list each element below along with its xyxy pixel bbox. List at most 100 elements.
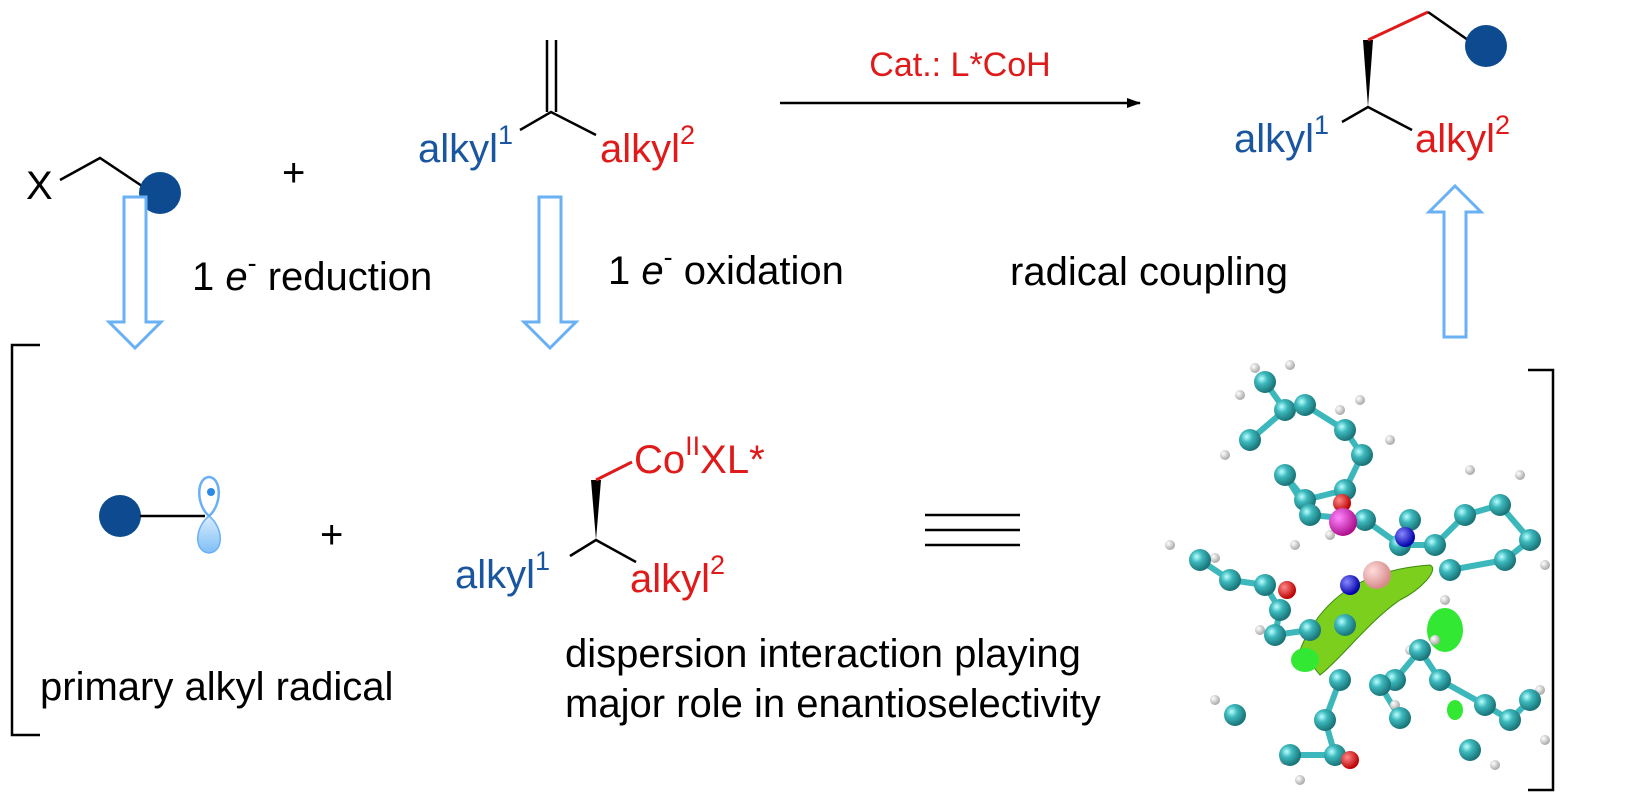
carbon-atom bbox=[1389, 707, 1411, 729]
carbon-atom bbox=[1254, 574, 1276, 596]
carbon-atom bbox=[1519, 529, 1541, 551]
hydrogen-atom bbox=[1250, 363, 1260, 373]
nci-surface bbox=[1427, 608, 1463, 652]
oxygen-atom bbox=[1278, 581, 1296, 599]
alkene: alkyl1 alkyl2 bbox=[418, 40, 695, 171]
nci-surface bbox=[1447, 700, 1463, 720]
hydrogen-atom bbox=[1385, 435, 1395, 445]
hollow-arrow-down-icon bbox=[105, 195, 165, 351]
coupling-label: radical coupling bbox=[1010, 250, 1288, 294]
transition-state-3d-model bbox=[1165, 360, 1550, 785]
bond-lines bbox=[59, 156, 143, 188]
alkyl2-label: alkyl2 bbox=[600, 120, 695, 171]
carbon-atom bbox=[1294, 394, 1316, 416]
hydrogen-atom bbox=[1465, 465, 1475, 475]
primary-alkyl-radical bbox=[99, 475, 221, 554]
reduction-label: 1 e- reduction bbox=[192, 248, 432, 299]
hydrogen-atom bbox=[1210, 695, 1220, 705]
carbon-atom bbox=[1189, 549, 1211, 571]
hydrogen-atom bbox=[1440, 595, 1450, 605]
carbon-atom bbox=[1274, 464, 1296, 486]
product-alkyl1-label: alkyl1 bbox=[1234, 110, 1329, 161]
intermediate-alkyl1-label: alkyl1 bbox=[455, 546, 550, 597]
product: alkyl1 alkyl2 bbox=[1234, 10, 1510, 161]
orbital-lobe-icon bbox=[198, 475, 220, 518]
hydrogen-atom bbox=[1255, 625, 1265, 635]
carbon-atom bbox=[1239, 429, 1261, 451]
nitrogen-atom bbox=[1395, 527, 1415, 547]
carbon-atom bbox=[1269, 599, 1291, 621]
substituent-ball-icon bbox=[99, 495, 141, 537]
alkyl-cobalt-intermediate: CoIIXL* alkyl1 alkyl2 bbox=[455, 431, 765, 601]
carbon-atom bbox=[1454, 504, 1476, 526]
hydrogen-atom bbox=[1515, 470, 1525, 480]
hydrogen-atom bbox=[1325, 530, 1335, 540]
hydrogen-atom bbox=[1235, 390, 1245, 400]
carbon-atom bbox=[1399, 509, 1421, 531]
left-bracket bbox=[10, 343, 40, 737]
oxidation-label: 1 e- oxidation bbox=[608, 242, 844, 293]
carbon-atom bbox=[1254, 371, 1276, 393]
hydrogen-atom bbox=[1290, 540, 1300, 550]
plus-sign: + bbox=[320, 513, 343, 557]
hydrogen-atom bbox=[1355, 395, 1365, 405]
substituent-ball-icon bbox=[1465, 25, 1507, 67]
hollow-arrow-up-icon bbox=[1425, 183, 1485, 339]
alkyl-halide: X bbox=[26, 156, 181, 214]
right-bracket bbox=[1528, 368, 1555, 792]
carbon-atom bbox=[1334, 614, 1356, 636]
halide-atom bbox=[1329, 508, 1357, 536]
hydrogen-atom bbox=[1540, 560, 1550, 570]
carbon-atom bbox=[1439, 559, 1461, 581]
hydrogen-atom bbox=[1285, 360, 1295, 370]
hydrogen-atom bbox=[1220, 450, 1230, 460]
hydrogen-atom bbox=[1430, 635, 1440, 645]
plus-sign: + bbox=[282, 151, 305, 195]
carbon-atom bbox=[1334, 419, 1356, 441]
carbon-atom bbox=[1224, 704, 1246, 726]
carbon-atom bbox=[1489, 494, 1511, 516]
halide-x-label: X bbox=[26, 164, 53, 208]
dispersion-caption-line2: major role in enantioselectivity bbox=[565, 682, 1101, 726]
radical-caption: primary alkyl radical bbox=[40, 665, 393, 709]
carbon-atom bbox=[1424, 534, 1446, 556]
carbon-atom bbox=[1279, 744, 1301, 766]
carbon-atom bbox=[1299, 504, 1321, 526]
equivalence-sign: ≡ bbox=[925, 513, 1020, 547]
carbon-atom bbox=[1329, 669, 1351, 691]
orbital-lobe-icon bbox=[197, 515, 221, 554]
carbon-atom bbox=[1274, 399, 1296, 421]
carbon-atom bbox=[1519, 689, 1541, 711]
carbon-atom bbox=[1324, 744, 1346, 766]
carbon-atom bbox=[1314, 709, 1336, 731]
carbon-atom bbox=[1219, 569, 1241, 591]
catalyst-label: Cat.: L*CoH bbox=[869, 46, 1050, 84]
carbon-atom bbox=[1499, 709, 1521, 731]
hydrogen-atom bbox=[1210, 553, 1220, 563]
hollow-arrow-down-icon bbox=[520, 195, 580, 351]
carbon-atom bbox=[1474, 694, 1496, 716]
hydrogen-atom bbox=[1490, 760, 1500, 770]
intermediate-alkyl2-label: alkyl2 bbox=[630, 550, 725, 601]
nci-surface bbox=[1299, 564, 1433, 676]
substituent-ball-icon bbox=[139, 172, 181, 214]
carbon-atom bbox=[1429, 669, 1451, 691]
dispersion-caption-line1: dispersion interaction playing bbox=[565, 632, 1081, 676]
carbon-atom bbox=[1299, 619, 1321, 641]
nci-surface bbox=[1291, 648, 1319, 672]
cobalt-atom bbox=[1363, 561, 1391, 589]
carbon-atom bbox=[1264, 624, 1286, 646]
oxygen-atom bbox=[1341, 751, 1359, 769]
oxygen-atom bbox=[1333, 494, 1351, 512]
carbon-atom bbox=[1459, 739, 1481, 761]
carbon-atom bbox=[1369, 674, 1391, 696]
nitrogen-atom bbox=[1340, 575, 1360, 595]
carbon-atom bbox=[1494, 549, 1516, 571]
alkyl1-label: alkyl1 bbox=[418, 120, 513, 171]
carbon-atom bbox=[1354, 509, 1376, 531]
hydrogen-atom bbox=[1540, 735, 1550, 745]
product-alkyl2-label: alkyl2 bbox=[1415, 110, 1510, 161]
hydrogen-atom bbox=[1335, 405, 1345, 415]
